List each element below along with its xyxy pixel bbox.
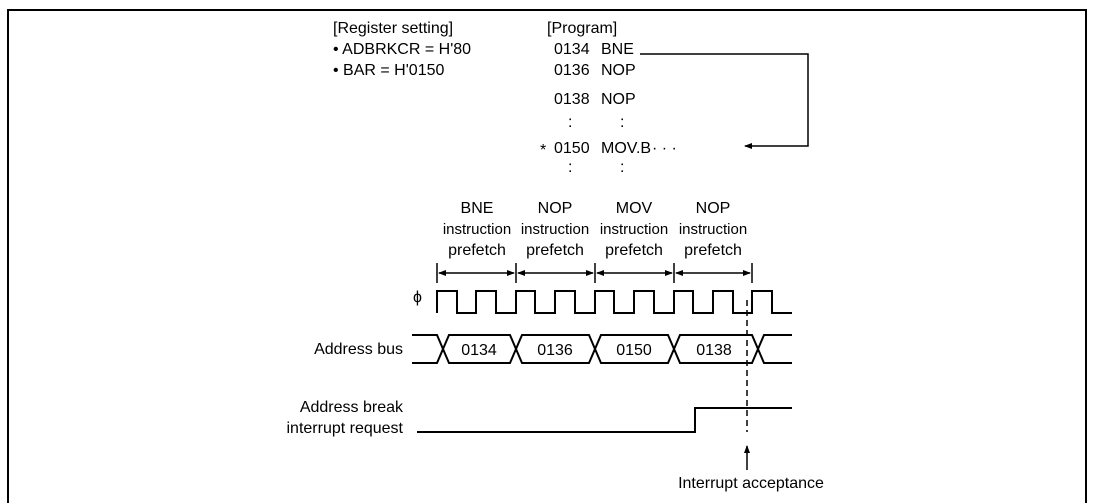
program-instr-bne: BNE — [601, 41, 634, 58]
prefetch-3-l1: MOV — [616, 200, 653, 217]
address-bus-label: Address bus — [314, 341, 403, 358]
program-addr-0136: 0136 — [554, 62, 590, 79]
prefetch-1-l1: BNE — [461, 200, 494, 217]
program-vdots-4: : — [620, 159, 624, 176]
program-vdots-1: : — [568, 114, 572, 131]
program-instr-nop-1: NOP — [601, 62, 636, 79]
phi-clock-waveform — [436, 290, 792, 314]
address-value-0134: 0134 — [461, 342, 497, 359]
program-vdots-2: : — [620, 114, 624, 131]
program-instr-movb: MOV.B — [601, 140, 651, 157]
phi-label: ϕ — [413, 289, 422, 306]
program-heading: [Program] — [547, 20, 617, 37]
program-instr-nop-2: NOP — [601, 91, 636, 108]
prefetch-3-l3: prefetch — [605, 242, 663, 259]
irq-label-line1: Address break — [300, 399, 404, 416]
branch-arrow — [640, 53, 809, 149]
prefetch-4-l2: instruction — [679, 221, 747, 238]
program-vdots-3: : — [568, 159, 572, 176]
address-value-0136: 0136 — [537, 342, 573, 359]
prefetch-2-l3: prefetch — [526, 242, 584, 259]
acceptance-label: Interrupt acceptance — [678, 475, 824, 492]
register-setting-adbrkcr: • ADBRKCR = H'80 — [333, 41, 471, 58]
diagram-frame — [7, 9, 1087, 503]
irq-waveform — [417, 407, 792, 433]
program-marker: * — [540, 142, 546, 159]
program-addr-0138: 0138 — [554, 91, 590, 108]
register-setting-bar: • BAR = H'0150 — [333, 62, 444, 79]
address-bus-waveform — [412, 334, 792, 364]
program-addr-0150: 0150 — [554, 140, 590, 157]
program-addr-0134: 0134 — [554, 41, 590, 58]
prefetch-2-l2: instruction — [521, 221, 589, 238]
program-trailing-dots: · · · — [652, 140, 677, 157]
register-setting-heading: [Register setting] — [333, 20, 453, 37]
prefetch-1-l2: instruction — [443, 221, 511, 238]
prefetch-3-l2: instruction — [600, 221, 668, 238]
address-value-0138: 0138 — [696, 342, 732, 359]
address-value-0150: 0150 — [616, 342, 652, 359]
prefetch-2-l1: NOP — [538, 200, 573, 217]
prefetch-labels: BNE instruction prefetch NOP instruction… — [443, 200, 747, 259]
prefetch-4-l1: NOP — [696, 200, 731, 217]
prefetch-period-markers — [436, 263, 753, 283]
irq-label-line2: interrupt request — [286, 420, 403, 437]
prefetch-4-l3: prefetch — [684, 242, 742, 259]
prefetch-1-l3: prefetch — [448, 242, 506, 259]
